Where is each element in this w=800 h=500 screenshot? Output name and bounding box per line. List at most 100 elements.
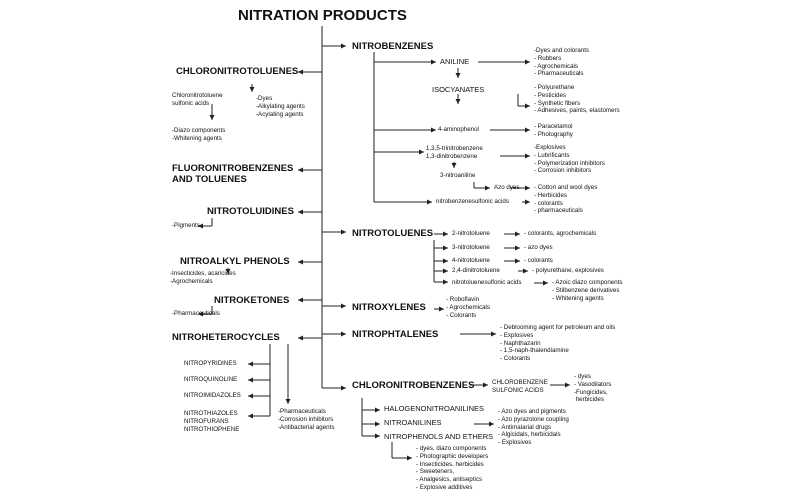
fluoronitrobenzenes-heading: FLUORONITROBENZENES AND TOLUENES xyxy=(172,163,294,185)
arrowhead xyxy=(491,331,496,337)
arrowhead xyxy=(285,399,291,404)
nitroketones-uses: -Pharmaceuticals xyxy=(172,310,220,317)
heterocycle-item: NITROTHIAZOLES NITROFURANS NITROTHIOPHEN… xyxy=(184,410,240,433)
aniline-uses: -Dyes and colorants - Rubbers - Agrochem… xyxy=(534,47,590,78)
chlorobenzene-sulfonic-uses: - dyes - Vasodilators -Fungicides, herbi… xyxy=(574,373,612,404)
nitrotoluene-item: 4-nitrotoluene xyxy=(452,257,490,264)
heterocycle-item: NITROPYRIDINES xyxy=(184,360,237,367)
arrowhead xyxy=(525,59,530,65)
chloronitrotoluenes-heading: CHLORONITROTOLUENES xyxy=(176,66,299,77)
arrowhead xyxy=(515,258,520,264)
arrowhead xyxy=(443,279,448,285)
arrowhead xyxy=(439,306,444,312)
arrowhead xyxy=(248,377,253,383)
arrowhead xyxy=(341,331,346,337)
nitroalkyl-phenols-uses: -Insecticides, acaricides -Agrochemicals xyxy=(170,270,236,285)
arrowhead xyxy=(525,103,530,109)
chloronitrotoluenes-uses: -Dyes -Alkylating agents -Acylating agen… xyxy=(256,95,305,118)
heterocycle-item: NITROIMIDAZOLES xyxy=(184,392,241,399)
nitroketones-heading: NITROKETONES xyxy=(214,295,290,306)
arrowhead xyxy=(451,163,457,168)
arrowhead xyxy=(298,335,303,341)
sulfonic-acids-uses: - Cotton and wool dyes - Herbicides - co… xyxy=(534,184,598,215)
chlorobenzene-sulfonic-node: CHLOROBENZENE SULFONIC ACIDS xyxy=(492,379,548,394)
heterocycle-item: NITROQUINOLINE xyxy=(184,376,238,383)
arrowhead xyxy=(443,245,448,251)
nitrophenols-node: NITROPHENOLS AND ETHERS xyxy=(384,432,494,441)
nitrobenzenes-heading: NITROBENZENES xyxy=(352,41,434,52)
chloronitrobenzenes-heading: CHLORONITROBENZENES xyxy=(352,380,475,391)
arrowhead xyxy=(455,73,461,78)
arrowhead xyxy=(525,127,530,133)
arrowhead xyxy=(455,99,461,104)
arrowhead xyxy=(248,393,253,399)
arrowhead xyxy=(483,382,488,388)
chloronitrotoluenes-sub-uses: -Diazo components -Whitening agents xyxy=(172,127,226,142)
nitrotoluene-item: 2,4-dinitrotoluene xyxy=(452,267,500,274)
arrowhead xyxy=(209,115,215,120)
sulfonic-acids-node: nitrobenzenesulfonic acids xyxy=(436,198,509,205)
arrowhead xyxy=(515,245,520,251)
chloronitrotoluenes-sub: Chloronitrotoluene sulfonic acids xyxy=(172,92,223,107)
nitroxylenes-uses: - Roboflavin - Agrochemicals - Colorants xyxy=(446,296,491,319)
nitrotoluene-item: 2-nitrotoluene xyxy=(452,230,490,237)
nitrophtalenes-heading: NITROPHTALENES xyxy=(352,329,439,340)
nitrotoluene-uses: - azo dyes xyxy=(524,244,553,251)
trinitrobenzene-uses: -Explosives - Lubrificants - Polymerizat… xyxy=(534,144,605,175)
arrowhead xyxy=(341,43,346,49)
arrowhead xyxy=(443,258,448,264)
arrowhead xyxy=(298,69,303,75)
arrowhead xyxy=(431,127,436,133)
arrowhead xyxy=(341,385,346,391)
isocyanates-node: ISOCYANATES xyxy=(432,85,485,94)
nitrophtalenes-uses: - Deblooming agent for petroleum and oil… xyxy=(500,324,616,362)
arrowhead xyxy=(515,231,520,237)
arrowhead xyxy=(523,268,528,274)
nitrophenols-uses: - dyes, diazo components - Photographic … xyxy=(416,445,489,491)
arrowhead xyxy=(248,413,253,419)
arrowhead xyxy=(198,311,203,317)
arrowhead xyxy=(443,268,448,274)
nitroaniline-node: 3-nitroaniline xyxy=(440,172,476,179)
page-title: NITRATION PRODUCTS xyxy=(238,7,407,24)
arrowhead xyxy=(431,59,436,65)
arrowhead xyxy=(298,209,303,215)
nitrotoluene-uses: - Azoic diazo components - Stilbenzene d… xyxy=(552,279,623,302)
arrowhead xyxy=(341,303,346,309)
arrowhead xyxy=(443,231,448,237)
arrowhead xyxy=(375,433,380,439)
arrowhead xyxy=(543,280,548,286)
nitroxylenes-heading: NITROXYLENES xyxy=(352,302,426,313)
nitroanilines-uses: - Azo dyes and pigments - Azo pyrazolone… xyxy=(498,408,569,446)
arrowhead xyxy=(198,223,203,229)
arrowhead xyxy=(565,382,570,388)
arrowhead xyxy=(298,259,303,265)
halogenonitroanilines-node: HALOGENONITROANILINES xyxy=(384,404,485,413)
nitrotoluidines-uses: -Pigments xyxy=(172,222,200,229)
arrowhead xyxy=(419,149,424,155)
arrowhead xyxy=(341,229,346,235)
arrowhead xyxy=(407,455,412,461)
arrowhead xyxy=(375,421,380,427)
arrowhead xyxy=(427,199,432,205)
nitrotoluene-uses: - colorants, agrochemicals xyxy=(524,230,597,237)
arrowhead xyxy=(485,185,490,191)
arrowhead xyxy=(489,421,494,427)
arrowhead xyxy=(225,269,231,274)
nitrotoluene-uses: - colorants xyxy=(524,257,553,264)
arrowhead xyxy=(249,87,255,92)
nitrotoluene-item: nitrotoluenesulfonic acids xyxy=(452,279,522,286)
arrowhead xyxy=(525,153,530,159)
aminophenol-node: 4-aminophenol xyxy=(438,126,479,133)
azo-dyes-node: Azo dyes xyxy=(494,184,520,191)
trinitrobenzene-node: 1,3,5-trinitrobenzene 1,3-dinitrobenzene xyxy=(426,145,483,160)
arrowhead xyxy=(248,361,253,367)
nitroalkyl-phenols-heading: NITROALKYL PHENOLS xyxy=(180,256,290,267)
isocyanates-uses: - Polyurethane - Pesticides - Synthetic … xyxy=(534,84,620,115)
arrowhead xyxy=(375,407,380,413)
nitrotoluene-item: 3-nitrotoluene xyxy=(452,244,490,251)
arrowhead xyxy=(298,167,303,173)
nitroheterocycles-heading: NITROHETEROCYCLES xyxy=(172,332,280,343)
nitrotoluidines-heading: NITROTOLUIDINES xyxy=(207,206,294,217)
